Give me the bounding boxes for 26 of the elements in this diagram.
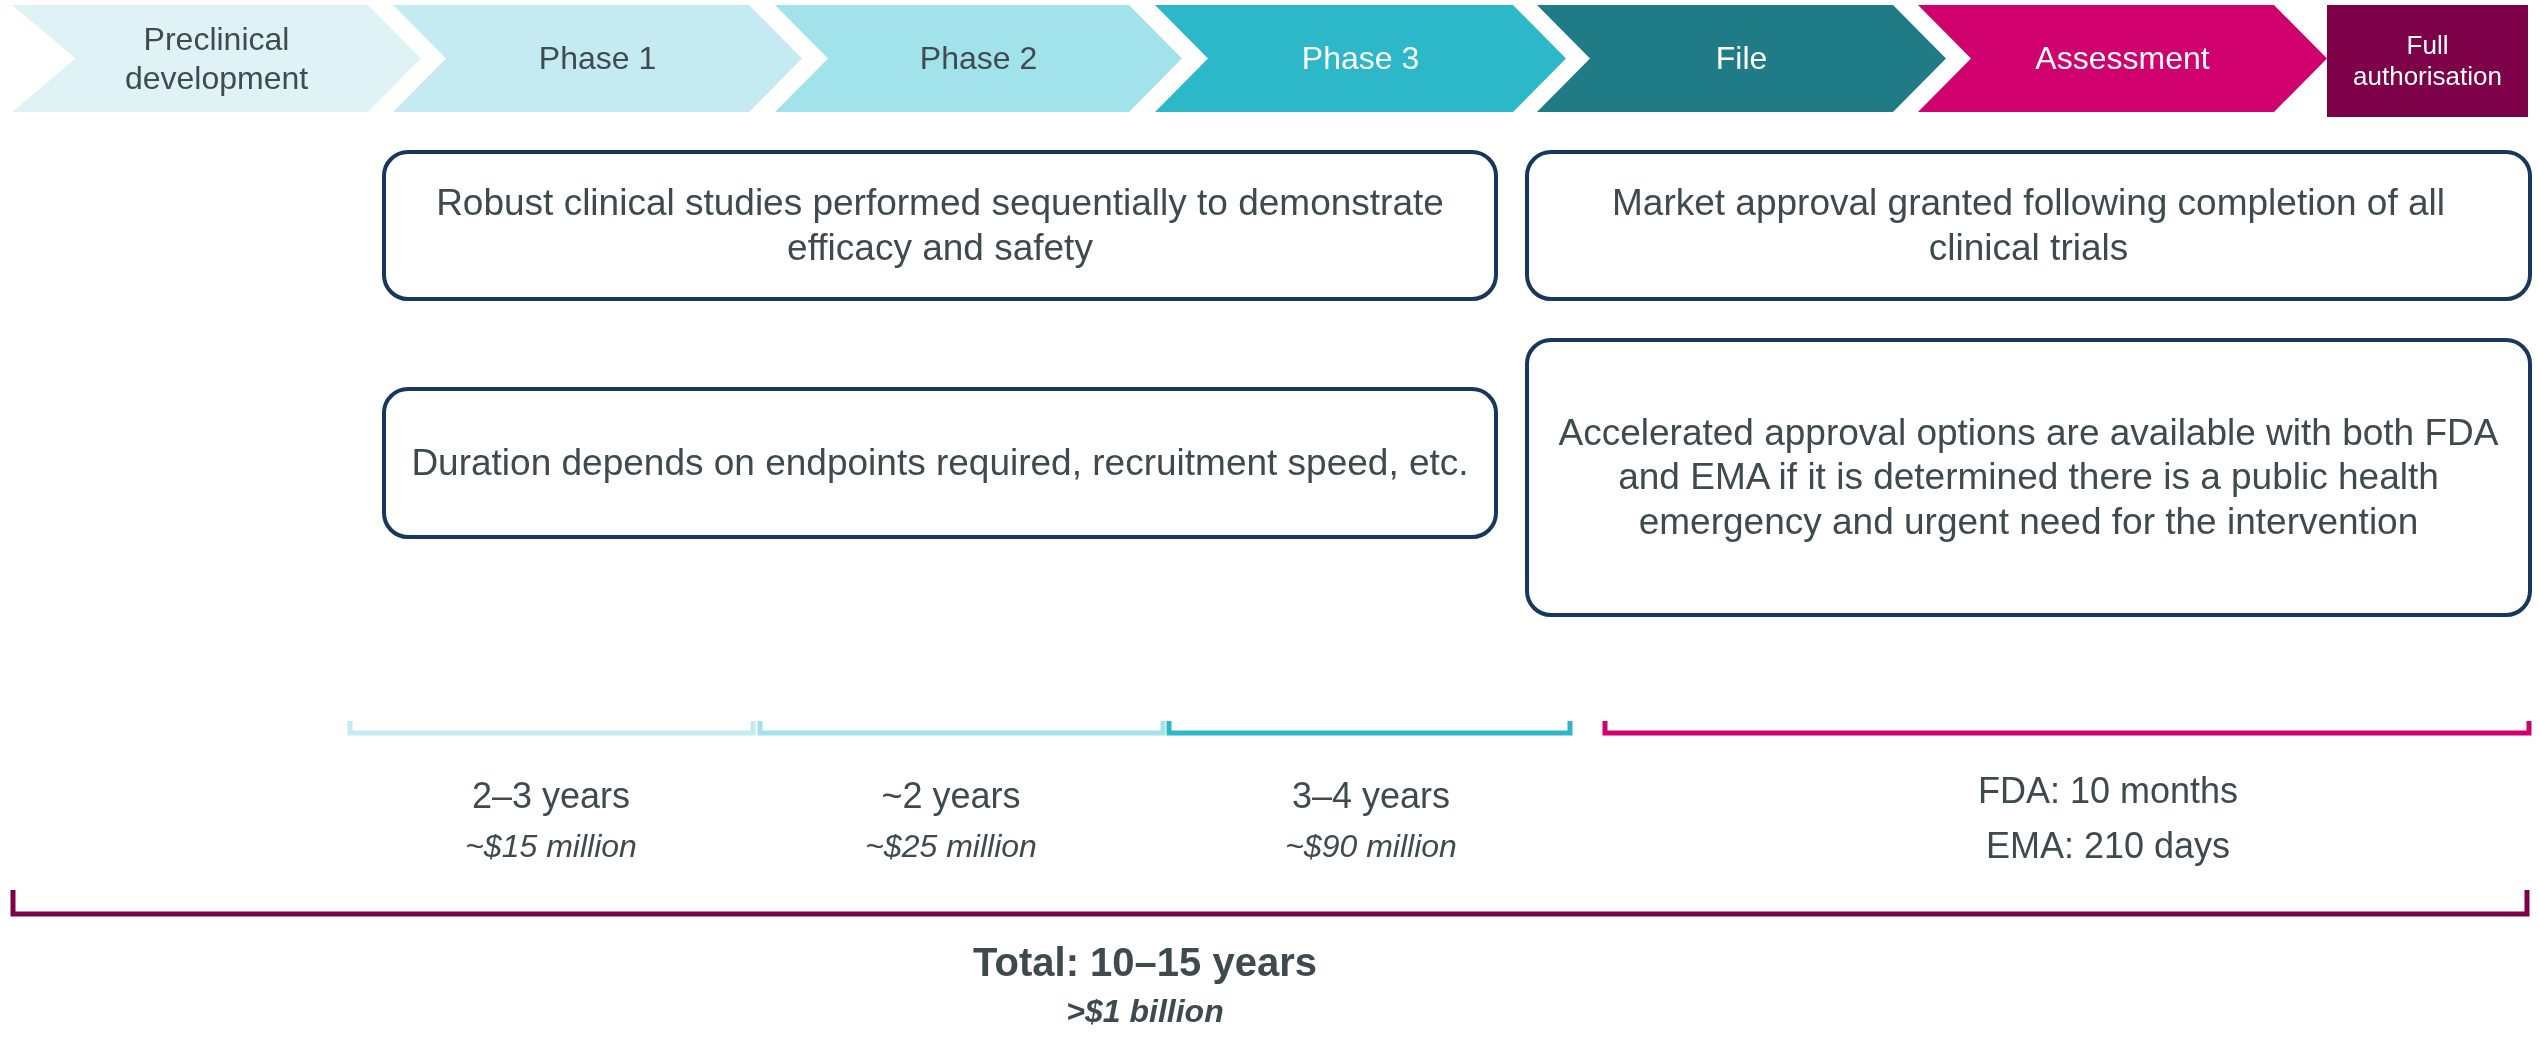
- info-text: Robust clinical studies performed sequentially to demonstrate efficacy and safety: [435, 181, 1445, 270]
- info-box: [382, 150, 1498, 301]
- info-text: Duration depends on endpoints required, recruitment speed, etc.: [411, 440, 1469, 485]
- info-text: Market approval granted following completion of all clinical trials: [1611, 181, 2446, 270]
- duration-label: EMA: 210 days: [1985, 825, 2231, 867]
- stage-label: Preclinical development: [123, 20, 310, 97]
- duration-label: 2–3 years: [471, 775, 631, 817]
- info-box: [1525, 338, 2532, 617]
- duration-label: ~2 years: [881, 775, 1021, 817]
- stage-box: [2327, 5, 2528, 117]
- stage-label: Assessment: [2035, 39, 2210, 78]
- stage-label: Phase 2: [919, 39, 1038, 78]
- info-box: [382, 387, 1498, 539]
- cost-label: ~$15 million: [465, 828, 637, 865]
- stage-label: File: [1715, 39, 1768, 78]
- duration-label: FDA: 10 months: [1977, 770, 2239, 812]
- stage-label: Phase 1: [538, 39, 657, 78]
- total-label: Total: 10–15 years: [973, 940, 1317, 985]
- cost-label: ~$25 million: [865, 828, 1037, 865]
- info-box: [1525, 150, 2532, 301]
- cost-label: ~$90 million: [1285, 828, 1457, 865]
- stage-label: Phase 3: [1301, 39, 1420, 78]
- info-text: Accelerated approval options are available with both FDA and EMA if it is determined there is a public health emergency and urgent need for the intervention: [1557, 410, 2500, 544]
- duration-label: 3–4 years: [1291, 775, 1451, 817]
- stage-label: Full authorisation: [2352, 29, 2503, 93]
- cost-label: >$1 billion: [1066, 993, 1224, 1030]
